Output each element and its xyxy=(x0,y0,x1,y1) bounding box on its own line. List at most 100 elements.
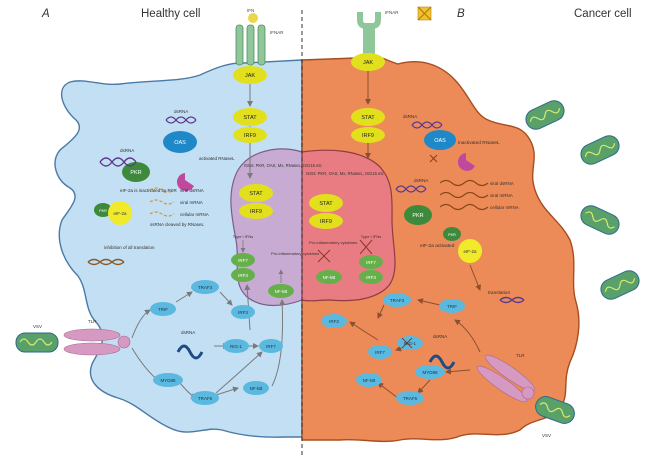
proinflam-a-label: Pro-inflammatory cytokines xyxy=(271,251,319,256)
rnasel-b xyxy=(457,153,475,171)
rnasel-a xyxy=(176,173,194,191)
oas-a xyxy=(163,131,197,153)
dsrna-helix-b xyxy=(411,121,443,129)
rigi-b-label: RIG-1 xyxy=(404,341,416,346)
viral-dsrna-a-label: viral dsRNA xyxy=(180,188,204,193)
trif-b xyxy=(439,299,465,313)
traf6-b-label: TRAF6 xyxy=(403,396,418,401)
viral-dsrna-b-label: viral dsRNA xyxy=(490,181,514,186)
dsrna-tlr-a-label: dsRNA xyxy=(181,330,195,335)
stat-nuc-a-label: STAT xyxy=(249,191,263,197)
traf3-a xyxy=(191,280,219,294)
irf9-nuc-a xyxy=(239,203,273,219)
dsrna-b-label: dsRNA xyxy=(403,114,417,119)
cancer-cell-membrane xyxy=(301,54,580,443)
nfkb-nuc-a-label: NF-kB xyxy=(275,289,288,294)
irf3-a-label: IRF3 xyxy=(238,310,248,315)
rigi-a-label: RIG-1 xyxy=(230,344,242,349)
irf9-a-label: IRF9 xyxy=(244,133,256,139)
stat-b-label: STAT xyxy=(361,115,375,121)
irf7-nuc-b xyxy=(359,255,383,269)
irf7-nuc-a xyxy=(231,253,255,267)
type1-ifns-a-label: Type I IFNs xyxy=(233,234,253,239)
traf6-a-label: TRAF6 xyxy=(198,396,213,401)
irf9-a xyxy=(233,127,267,143)
nfkb-b xyxy=(356,373,382,387)
virus-cancer-1 xyxy=(525,100,565,130)
eif2a-a xyxy=(108,201,132,225)
viral-mrna-b-label: viral mRNA xyxy=(490,193,513,198)
trif-a xyxy=(150,302,176,316)
pkr-small-a-label: PKR xyxy=(99,209,107,213)
irf9-nuc-b xyxy=(309,213,343,229)
dsrna-b2-label: dsRNA xyxy=(414,178,428,183)
panel-b-title: Cancer cell xyxy=(574,8,632,20)
nfkb-nuc-b-label: NF-kB xyxy=(323,275,336,280)
pkr-small-a xyxy=(94,203,112,217)
irf7-a xyxy=(259,339,283,353)
virus-cancer-2 xyxy=(580,135,620,165)
myd88-a-label: MYD88 xyxy=(160,378,176,383)
type1-ifns-b-label: Type I IFNs xyxy=(361,234,381,239)
irf3-a xyxy=(231,305,255,319)
ssrna-cleaved-label: ssRNA cleaved by RNaseL xyxy=(150,222,205,227)
nfkb-nuc-a xyxy=(268,284,294,298)
eif2a-b-label: eIF-2a xyxy=(463,249,477,254)
stat-nuc-a xyxy=(239,184,273,202)
irf9-b xyxy=(351,127,385,143)
virus-cancer-4 xyxy=(600,270,640,300)
cellular-mrna-b-label: cellular mRNA xyxy=(490,205,519,210)
irf7-b-label: IRF7 xyxy=(375,350,385,355)
translation-label: translation xyxy=(488,290,510,296)
dsrna-tlr-a xyxy=(176,344,204,360)
eif-inactivated-label: eIF-2a is inactivated by PKR xyxy=(120,188,178,193)
irf3-b xyxy=(321,314,347,328)
oas-b xyxy=(424,130,456,150)
dsrna-a2-label: dsRNA xyxy=(120,148,134,153)
eif2a-a-label: eIF-2a xyxy=(113,211,127,216)
irf7-nuc-a-label: IRF7 xyxy=(238,258,248,263)
irf7-a-label: IRF7 xyxy=(266,344,276,349)
nfkb-nuc-b xyxy=(316,270,342,284)
pkr-a-label: PKR xyxy=(130,170,141,176)
irf9-b-label: IRF9 xyxy=(362,133,374,139)
stat-b xyxy=(351,108,385,126)
pkr-a xyxy=(122,162,150,182)
dsrna-helix-a2 xyxy=(165,116,197,124)
eif-activated-label: eIF-2a activated xyxy=(420,243,455,249)
pkr-small-b-label: PKR xyxy=(448,233,456,237)
traf6-b xyxy=(396,391,424,405)
irf9-nuc-b-label: IRF9 xyxy=(320,219,332,225)
ifnar-label: IFNAR xyxy=(270,30,284,35)
tlr-receptor-b xyxy=(476,354,536,403)
oas-a-label: OAS xyxy=(174,140,186,146)
trif-a-label: TRIF xyxy=(158,307,168,312)
vsv-b-label: VSV xyxy=(542,433,551,438)
nfkb-a-label: NF-kB xyxy=(250,386,263,391)
viral-rna-b xyxy=(439,179,489,187)
dsrna-tlr-b-label: dsRNA xyxy=(433,334,447,339)
virus-vsv-a xyxy=(15,332,59,353)
virus-cancer-vsv xyxy=(535,396,575,424)
traf6-a xyxy=(191,391,219,405)
virus-cancer-3 xyxy=(580,205,620,235)
panel-a-letter: A xyxy=(42,8,50,20)
pkr-small-b xyxy=(443,227,461,241)
vsv-a-label: VSV xyxy=(33,324,42,329)
myd88-a xyxy=(153,373,183,387)
traf3-b xyxy=(383,293,411,307)
cross-icon xyxy=(417,6,432,21)
panel-a-title: Healthy cell xyxy=(141,8,201,20)
isgs-b-label: ISGs: PKR, OAS, Mx, RNaseL, ISG15 etc xyxy=(306,171,384,176)
myd88-b xyxy=(415,365,445,379)
isgs-a-label: ISGs: PKR, OAS, Mx, RNaseL, ISG15 etc xyxy=(244,163,322,168)
tlr-a-label: TLR xyxy=(88,319,97,324)
traf3-a-label: TRAF3 xyxy=(198,285,213,290)
activated-rnasel-label: activated RNaseL xyxy=(199,156,235,161)
traf3-b-label: TRAF3 xyxy=(390,298,405,303)
irf9-nuc-a-label: IRF9 xyxy=(250,209,262,215)
cellular-mrna-a-label: cellular mRNA xyxy=(180,212,209,217)
irf3-nuc-b xyxy=(359,270,383,284)
nfkb-b-label: NF-kB xyxy=(363,378,376,383)
healthy-nucleus xyxy=(230,148,303,307)
